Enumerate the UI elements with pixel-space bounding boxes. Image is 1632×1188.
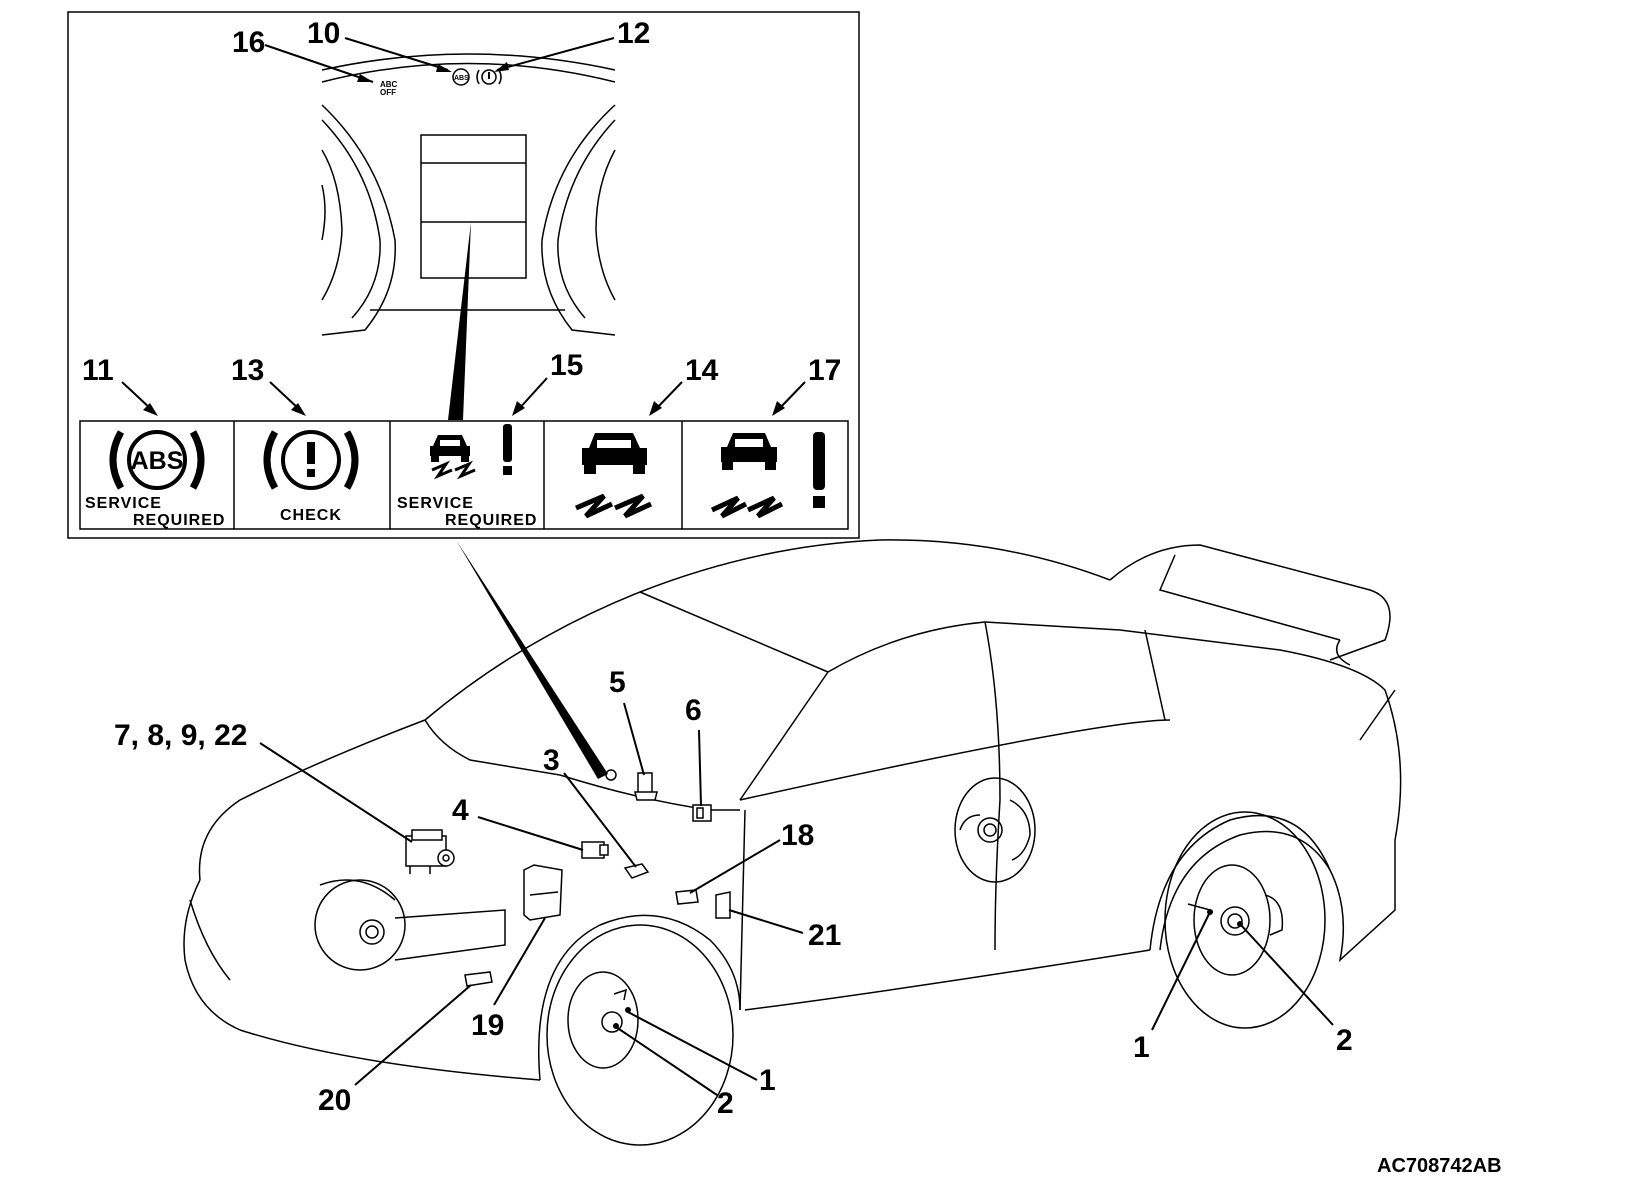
callout-7-8-9-22: 7, 8, 9, 22 xyxy=(114,719,247,752)
warning-lamp-table xyxy=(79,420,849,530)
callout-15: 15 xyxy=(550,349,583,382)
sensor-4 xyxy=(581,841,609,859)
callout-3: 3 xyxy=(543,744,560,777)
leader-10 xyxy=(344,37,449,71)
leader-13 xyxy=(269,381,301,411)
arrowhead-11 xyxy=(143,403,158,416)
stability-off-lamp-icon xyxy=(710,432,825,519)
arrowhead-10 xyxy=(436,64,452,72)
arrowhead-13 xyxy=(291,403,306,416)
sensor-21 xyxy=(715,891,731,919)
leader-16 xyxy=(264,44,374,83)
callout-6: 6 xyxy=(685,694,702,727)
abs-warning-lamp-icon: ABS xyxy=(109,430,205,490)
leader-2-front-dot xyxy=(613,1023,619,1029)
leader-14 xyxy=(654,381,683,411)
lamp-15-caption-1: SERVICE xyxy=(397,495,474,512)
leader-4 xyxy=(477,816,584,851)
leader-5 xyxy=(623,702,645,776)
callout-2-rear: 2 xyxy=(1336,1024,1353,1057)
leader-2-front xyxy=(615,1026,718,1096)
figure-id: AC708742AB xyxy=(1377,1155,1502,1177)
vehicle-outline xyxy=(183,539,1402,1081)
arrowhead-12 xyxy=(494,62,509,72)
callout-11: 11 xyxy=(82,354,114,387)
relay-6 xyxy=(692,804,712,822)
arrowhead-16 xyxy=(357,74,373,82)
rear-wheel-sensor xyxy=(1187,903,1211,911)
leader-1-front xyxy=(627,1011,758,1081)
display-pointer-bottom xyxy=(456,540,608,779)
inset-frame xyxy=(67,11,860,539)
instrument-cluster: ABC OFF ABS xyxy=(321,53,616,336)
leader-11 xyxy=(121,381,153,411)
callout-1-front: 1 xyxy=(759,1064,776,1097)
leader-17 xyxy=(777,381,806,411)
arrowhead-14 xyxy=(649,401,662,416)
sensor-18 xyxy=(675,889,699,905)
lamp-11-caption-2: REQUIRED xyxy=(133,512,225,529)
leader-1-rear-dot xyxy=(1207,909,1213,915)
leader-12 xyxy=(496,37,615,71)
leader-1-front-dot xyxy=(625,1007,631,1013)
callout-20: 20 xyxy=(318,1084,351,1117)
callout-12: 12 xyxy=(617,17,650,50)
lamp-15-caption-2: REQUIRED xyxy=(445,512,537,529)
sensor-3 xyxy=(623,863,650,879)
small-abs-lamp-text: ABS xyxy=(454,75,469,82)
front-right-wheel xyxy=(546,924,734,1146)
front-wheel-sensor xyxy=(613,988,627,1001)
callout-19: 19 xyxy=(471,1009,504,1042)
leader-19 xyxy=(493,917,546,1006)
leader-7 xyxy=(259,742,413,843)
abc-off-text-2: OFF xyxy=(380,88,396,97)
arrowhead-15 xyxy=(512,401,525,416)
rear-right-wheel xyxy=(1164,811,1326,1029)
callout-4: 4 xyxy=(452,794,469,827)
callout-1-rear: 1 xyxy=(1133,1031,1150,1064)
leader-6 xyxy=(698,729,702,807)
multi-info-display xyxy=(420,134,527,279)
leader-2-rear-dot xyxy=(1237,921,1243,927)
callout-5: 5 xyxy=(609,666,626,699)
arrowhead-17 xyxy=(772,401,785,416)
callout-16: 16 xyxy=(232,26,265,59)
switch-5 xyxy=(634,772,658,801)
leader-20 xyxy=(354,984,472,1086)
callout-21: 21 xyxy=(808,919,841,952)
leader-15 xyxy=(517,377,548,411)
callout-18: 18 xyxy=(781,819,814,852)
leader-18 xyxy=(689,839,781,894)
rear-left-disc xyxy=(954,777,1036,883)
display-pointer-target xyxy=(605,769,617,781)
callout-2-front: 2 xyxy=(717,1087,734,1120)
hydraulic-unit xyxy=(405,829,455,874)
callout-14: 14 xyxy=(685,354,719,387)
callout-10: 10 xyxy=(307,17,340,50)
lamp-11-caption-1: SERVICE xyxy=(85,495,162,512)
display-pointer-top xyxy=(448,222,471,420)
small-brake-lamp-icon xyxy=(481,69,497,85)
callout-13: 13 xyxy=(231,354,264,387)
leader-2-rear xyxy=(1239,923,1334,1026)
abc-off-text-1: ABC xyxy=(380,80,398,89)
front-left-disc xyxy=(314,879,506,971)
leader-1-rear xyxy=(1151,911,1211,1031)
lamp-13-caption: CHECK xyxy=(280,507,342,524)
brake-warning-lamp-icon xyxy=(263,430,359,490)
ecu-19 xyxy=(523,864,563,921)
leader-3 xyxy=(563,772,637,868)
leader-21 xyxy=(728,909,804,934)
abs-icon-label: ABS xyxy=(131,447,184,475)
small-abs-lamp-icon xyxy=(452,68,470,86)
sensor-20 xyxy=(464,971,493,987)
callout-17: 17 xyxy=(808,354,841,387)
stability-service-lamp-icon xyxy=(430,424,512,480)
stability-control-lamp-icon xyxy=(575,433,653,519)
